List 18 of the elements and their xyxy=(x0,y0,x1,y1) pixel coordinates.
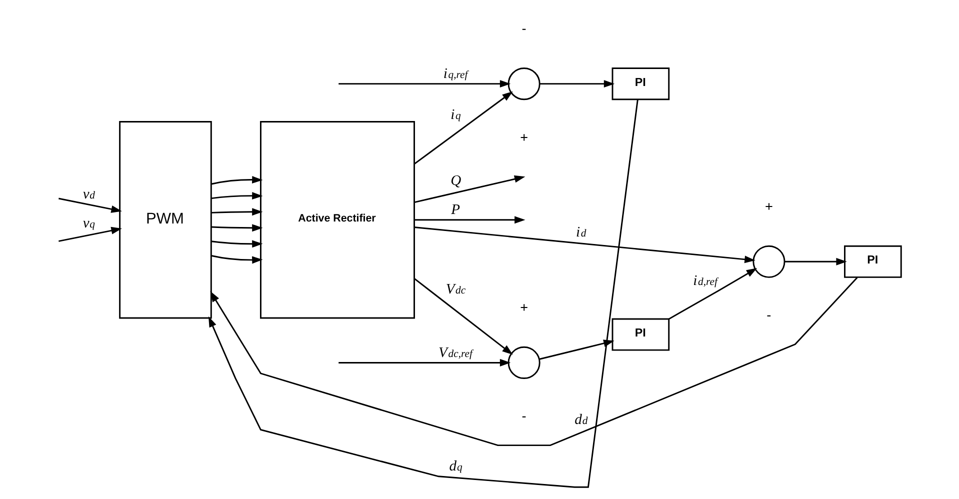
label: + xyxy=(764,198,773,214)
edge-label: Vdc,ref xyxy=(438,344,472,361)
label: - xyxy=(522,408,526,424)
label: + xyxy=(520,300,528,315)
edge-label: dq xyxy=(449,458,462,475)
label: - xyxy=(522,20,526,36)
edge-label: Q xyxy=(450,172,462,189)
edge-label: vq xyxy=(82,216,96,232)
edge-label: dd xyxy=(574,412,588,428)
edge-label: iq xyxy=(450,106,461,123)
edge-label: vd xyxy=(82,186,96,202)
edge-label: iq,ref xyxy=(443,66,468,82)
edge-label: id xyxy=(576,224,586,240)
edge-label: P xyxy=(451,202,460,218)
edge-label: id,ref xyxy=(693,272,718,289)
label: - xyxy=(766,308,772,323)
label: + xyxy=(520,130,528,145)
edge-label: Vdc xyxy=(446,282,466,298)
